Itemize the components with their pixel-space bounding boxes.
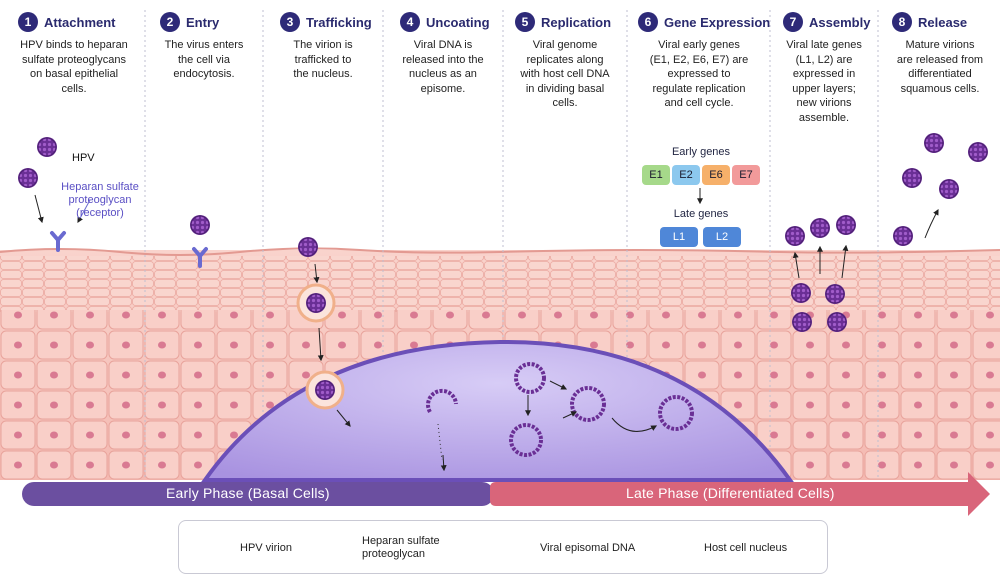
step-5-title: Replication [541,14,612,30]
hpv-label: HPV [72,152,95,164]
early-phase-bar [22,482,494,506]
step-2-header: 2 Entry [160,12,219,32]
late-phase-label: Late Phase (Differentiated Cells) [626,485,835,501]
late-genes-label: Late genes [673,208,729,220]
step-3-number: 3 [280,12,300,32]
step-3-header: 3 Trafficking [280,12,372,32]
late-phase-bar [490,472,990,516]
step-3-title: Trafficking [306,14,372,30]
step-6-number: 6 [638,12,658,32]
step-4-title: Uncoating [426,14,490,30]
gene-l2: L2 [703,227,741,247]
step-8-number: 8 [892,12,912,32]
step-6-header: 6 Gene Expression [638,12,770,32]
step-5-header: 5 Replication [515,12,611,32]
gene-l1: L1 [660,227,698,247]
step-7-header: 7 Assembly [783,12,870,32]
step-2-title: Entry [186,14,220,30]
early-phase-label: Early Phase (Basal Cells) [166,485,330,501]
step-6-title: Gene Expression [664,14,771,30]
step-7-number: 7 [783,12,803,32]
legend-virion-label: HPV virion [240,542,292,554]
legend-episome-label: Viral episomal DNA [540,542,636,554]
step-8-title: Release [918,14,968,30]
legend-nucleus-label: Host cell nucleus [704,542,788,554]
gene-e7: E7 [732,165,760,185]
step-4-header: 4 Uncoating [400,12,490,32]
step-1-title: Attachment [44,14,116,30]
step-4-number: 4 [400,12,420,32]
early-genes-label: Early genes [671,146,731,158]
gene-e2: E2 [672,165,700,185]
legend [178,520,828,574]
step-1-number: 1 [18,12,38,32]
step-1-header: 1 Attachment [18,12,116,32]
step-2-number: 2 [160,12,180,32]
step-5-number: 5 [515,12,535,32]
step-8-header: 8 Release [892,12,967,32]
gene-e6: E6 [702,165,730,185]
gene-e1: E1 [642,165,670,185]
step-7-title: Assembly [809,14,871,30]
